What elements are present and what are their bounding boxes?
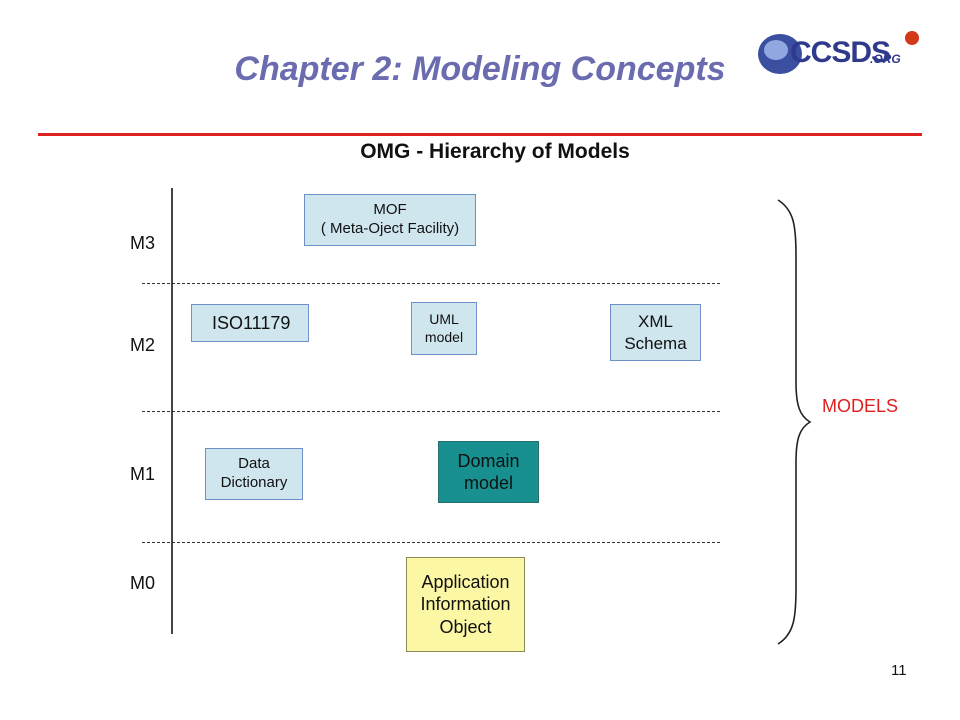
data-dictionary-box: Data Dictionary xyxy=(205,448,303,500)
uml-model-box-label: UML model xyxy=(424,311,464,345)
ccsds-logo xyxy=(758,31,919,74)
level-divider-m1-m0 xyxy=(142,542,720,543)
level-label-m1: M1 xyxy=(130,464,156,484)
models-brace xyxy=(777,199,812,645)
diagram-title: OMG - Hierarchy of Models xyxy=(360,140,630,163)
xml-schema-box-label: XML Schema xyxy=(624,312,687,353)
slide-title: Chapter 2: Modeling Concepts xyxy=(234,50,726,88)
mof-box: MOF ( Meta-Oject Facility) xyxy=(304,194,476,246)
mof-box-label: MOF ( Meta-Oject Facility) xyxy=(320,201,460,237)
level-divider-m2-m1 xyxy=(142,411,720,412)
application-information-object-box: Application Information Object xyxy=(406,557,525,652)
logo-suffix: .ORG xyxy=(870,52,901,66)
page-number: 11 xyxy=(891,662,907,679)
uml-model-box: UML model xyxy=(411,302,477,355)
logo-wordmark: CCSDS xyxy=(790,36,891,69)
level-label-m0: M0 xyxy=(130,573,156,593)
domain-model-box-label: Domain model xyxy=(457,450,520,494)
level-divider-m3-m2 xyxy=(142,283,720,284)
models-label: MODELS xyxy=(822,396,899,416)
xml-schema-box: XML Schema xyxy=(610,304,701,361)
iso11179-box: ISO11179 xyxy=(191,304,309,342)
title-divider xyxy=(38,133,922,136)
data-dictionary-box-label: Data Dictionary xyxy=(220,455,288,491)
application-information-object-label: Application Information Object xyxy=(420,571,511,637)
level-label-m2: M2 xyxy=(130,335,156,355)
iso11179-box-label: ISO11179 xyxy=(212,312,291,333)
level-label-m3: M3 xyxy=(130,233,156,253)
domain-model-box: Domain model xyxy=(438,441,539,503)
